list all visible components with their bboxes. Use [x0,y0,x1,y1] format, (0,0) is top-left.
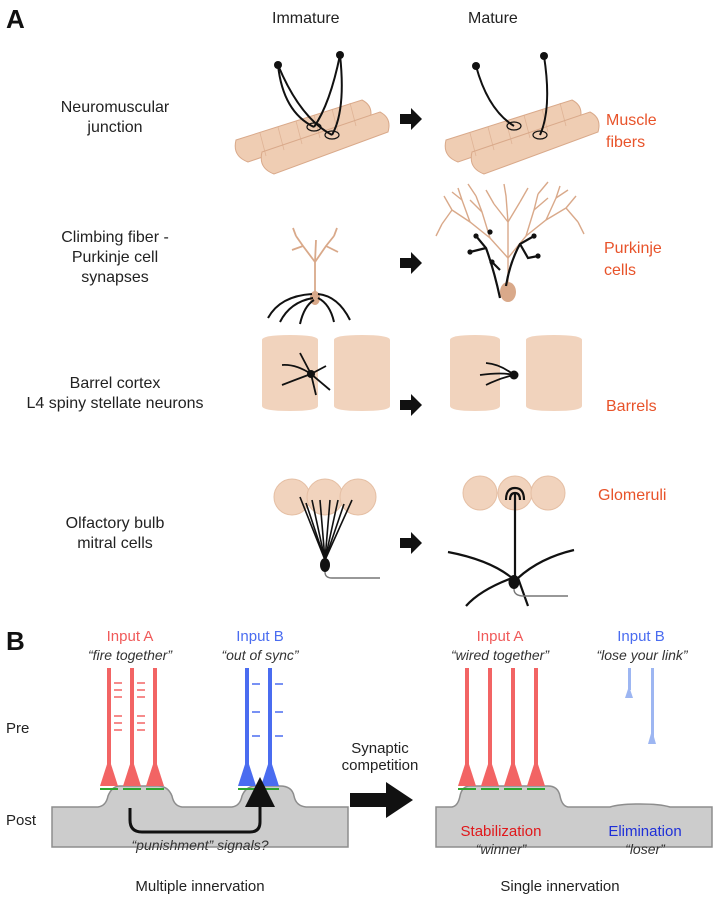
right-inputA-title: Input A [476,628,524,645]
row-label-barrel-line2: L4 spiny stellate neurons [26,395,204,412]
punishment-signal-text: “punishment” signals? [131,837,269,853]
target-label-purkinje-line1: Purkinje [604,240,662,257]
right-inputA-quote: “wired together” [450,647,550,663]
stabilization-title: Stabilization [460,823,542,840]
olfactory-immature [273,478,380,579]
arrow-row3 [400,394,422,416]
caption-multiple-innervation: Multiple innervation [135,878,265,895]
competition-label-line2: competition [341,757,419,774]
row-label-olfactory: Olfactory bulb mitral cells [0,514,230,554]
left-inputB-title: Input B [236,628,284,645]
left-inputA-quote: “fire together” [87,647,173,663]
row-label-nmj-line2: junction [87,119,143,136]
right-inputB-quote: “lose your link” [596,647,688,663]
nmj-immature [234,51,390,175]
stabilization-quote: “winner” [475,841,527,857]
left-inputB-terminals [238,668,279,786]
target-label-muscle: Muscle fibers [606,110,657,154]
target-label-purkinje-line2: cells [604,262,637,279]
row-label-climbing-fiber: Climbing fiber - Purkinje cell synapses [0,228,230,288]
target-label-barrels: Barrels [606,398,657,415]
barrels-mature [450,335,582,411]
column-heading-immature: Immature [272,10,340,27]
target-label-purkinje: Purkinje cells [604,238,662,282]
right-inputB-title: Input B [617,628,665,645]
nmj-mature [444,52,600,175]
panel-a-letter: A [6,4,25,34]
right-inputA-terminals [458,668,545,786]
left-inputA-title: Input A [106,628,154,645]
caption-single-innervation: Single innervation [500,878,620,895]
row-label-olfactory-line2: mitral cells [77,535,153,552]
competition-arrow [350,782,413,818]
competition-label: Synaptic competition [330,740,430,774]
barrels-immature [262,335,390,411]
row-label-cf-line3: synapses [81,269,149,286]
row-label-nmj-line1: Neuromuscular [60,99,170,116]
purkinje-mature [435,181,585,302]
target-label-glomeruli: Glomeruli [598,487,667,504]
column-heading-mature: Mature [468,10,518,27]
olfactory-mature [447,475,575,607]
pre-label: Pre [6,720,30,737]
arrow-row1 [400,108,422,130]
panel-b-letter: B [6,626,25,656]
punishment-arrow [128,777,275,834]
arrow-row2 [400,252,422,274]
elimination-title: Elimination [608,823,682,840]
row-label-cf-line1: Climbing fiber - [61,229,169,246]
row-label-barrel-line1: Barrel cortex [69,375,161,392]
purkinje-immature [267,227,351,325]
target-label-muscle-line2: fibers [606,134,646,151]
elimination-quote: “loser” [625,841,665,857]
row-label-olfactory-line1: Olfactory bulb [65,515,165,532]
target-label-muscle-line1: Muscle [606,112,657,129]
row-label-nmj: Neuromuscular junction [0,98,230,138]
row-label-barrel-cortex: Barrel cortex L4 spiny stellate neurons [0,374,230,414]
post-right [435,785,713,848]
post-label: Post [6,812,37,829]
row-label-cf-line2: Purkinje cell [71,249,159,266]
competition-label-line1: Synaptic [351,740,409,757]
left-inputA-terminals [100,668,164,786]
arrow-row4 [400,532,422,554]
left-inputB-quote: “out of sync” [221,647,299,663]
right-inputB-retracted [625,668,656,744]
